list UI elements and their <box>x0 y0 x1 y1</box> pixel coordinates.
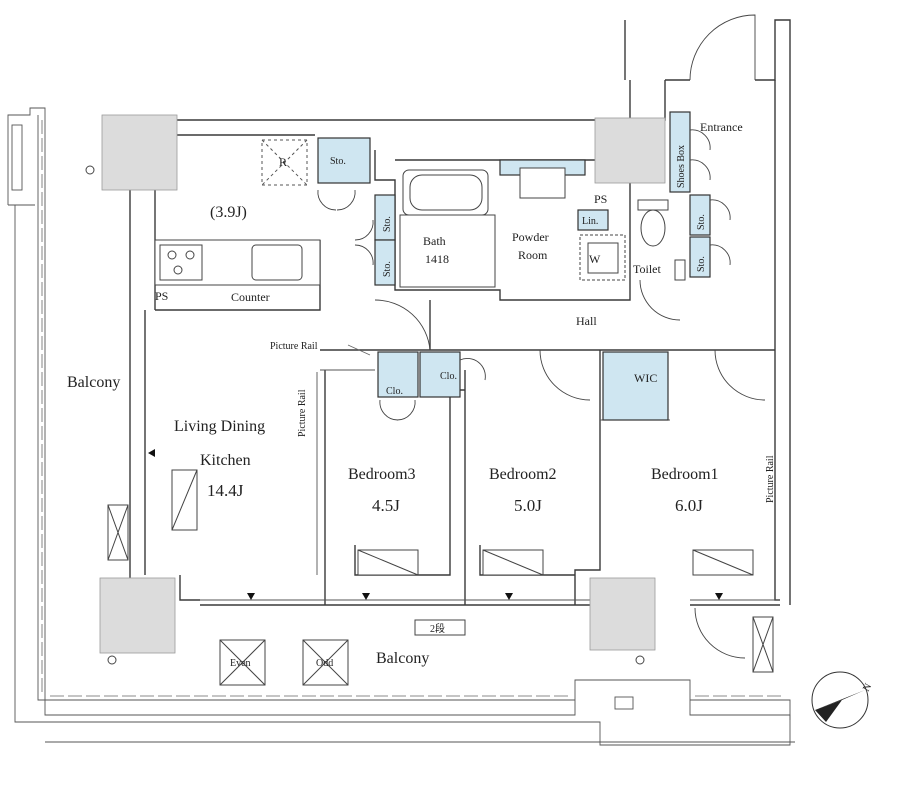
picture-rail-leader <box>347 344 371 356</box>
label-clo-2: Clo. <box>440 371 457 382</box>
label-ldk-size: 14.4J <box>207 481 244 500</box>
main-walls <box>129 19 791 606</box>
window-markers <box>148 449 723 600</box>
label-bath-size: 1418 <box>425 252 449 266</box>
label-clo-1: Clo. <box>386 386 403 397</box>
label-sto-2: Sto. <box>382 261 393 277</box>
fixtures <box>85 139 774 686</box>
label-bedroom1: Bedroom1 <box>651 466 719 483</box>
label-bedroom2-size: 5.0J <box>514 496 542 515</box>
label-north: N <box>861 682 874 694</box>
label-w: W <box>589 252 601 266</box>
label-sto-3: Sto. <box>696 214 707 230</box>
pillars <box>99 114 666 654</box>
label-lin: Lin. <box>582 216 598 227</box>
label-odd: Odd <box>316 658 333 669</box>
labels: Entrance Shoes Box Sto. Sto. Sto. Sto. S… <box>67 120 874 694</box>
label-living-dining: Living Dining <box>174 418 265 435</box>
label-balcony-bottom: Balcony <box>376 650 429 667</box>
label-bedroom3: Bedroom3 <box>348 466 416 483</box>
label-counter: Counter <box>231 290 270 304</box>
label-bedroom2: Bedroom2 <box>489 466 557 483</box>
label-bedroom3-size: 4.5J <box>372 496 400 515</box>
balcony-outline <box>7 107 795 746</box>
label-sto-kitchen: Sto. <box>330 156 346 167</box>
label-entrance: Entrance <box>700 120 743 134</box>
label-ps-top: PS <box>594 192 607 206</box>
storage-units <box>317 111 711 421</box>
label-wic: WIC <box>634 371 657 385</box>
label-ps-bottom: PS <box>155 289 168 303</box>
label-powder: Powder <box>512 230 549 244</box>
label-r: R <box>279 155 287 169</box>
label-room: Room <box>518 248 548 262</box>
label-hall: Hall <box>576 314 597 328</box>
label-balcony-left: Balcony <box>67 374 120 391</box>
label-step: 2段 <box>430 622 445 635</box>
label-bedroom1-size: 6.0J <box>675 496 703 515</box>
label-bath: Bath <box>423 234 446 248</box>
label-picture-rail-right: Picture Rail <box>765 455 776 503</box>
label-kitchen: Kitchen <box>200 452 251 469</box>
label-even: Even <box>230 658 251 669</box>
label-kitchen-size: (3.9J) <box>210 204 247 221</box>
label-picture-rail-left: Picture Rail <box>297 389 308 437</box>
label-picture-rail-top: Picture Rail <box>270 341 318 352</box>
north-arrow-icon <box>811 671 869 729</box>
doors <box>317 14 766 659</box>
storage-sto-kitchen <box>317 137 371 184</box>
label-toilet: Toilet <box>633 262 661 276</box>
label-shoes-box: Shoes Box <box>676 145 687 188</box>
label-sto-1: Sto. <box>382 216 393 232</box>
label-sto-4: Sto. <box>696 256 707 272</box>
